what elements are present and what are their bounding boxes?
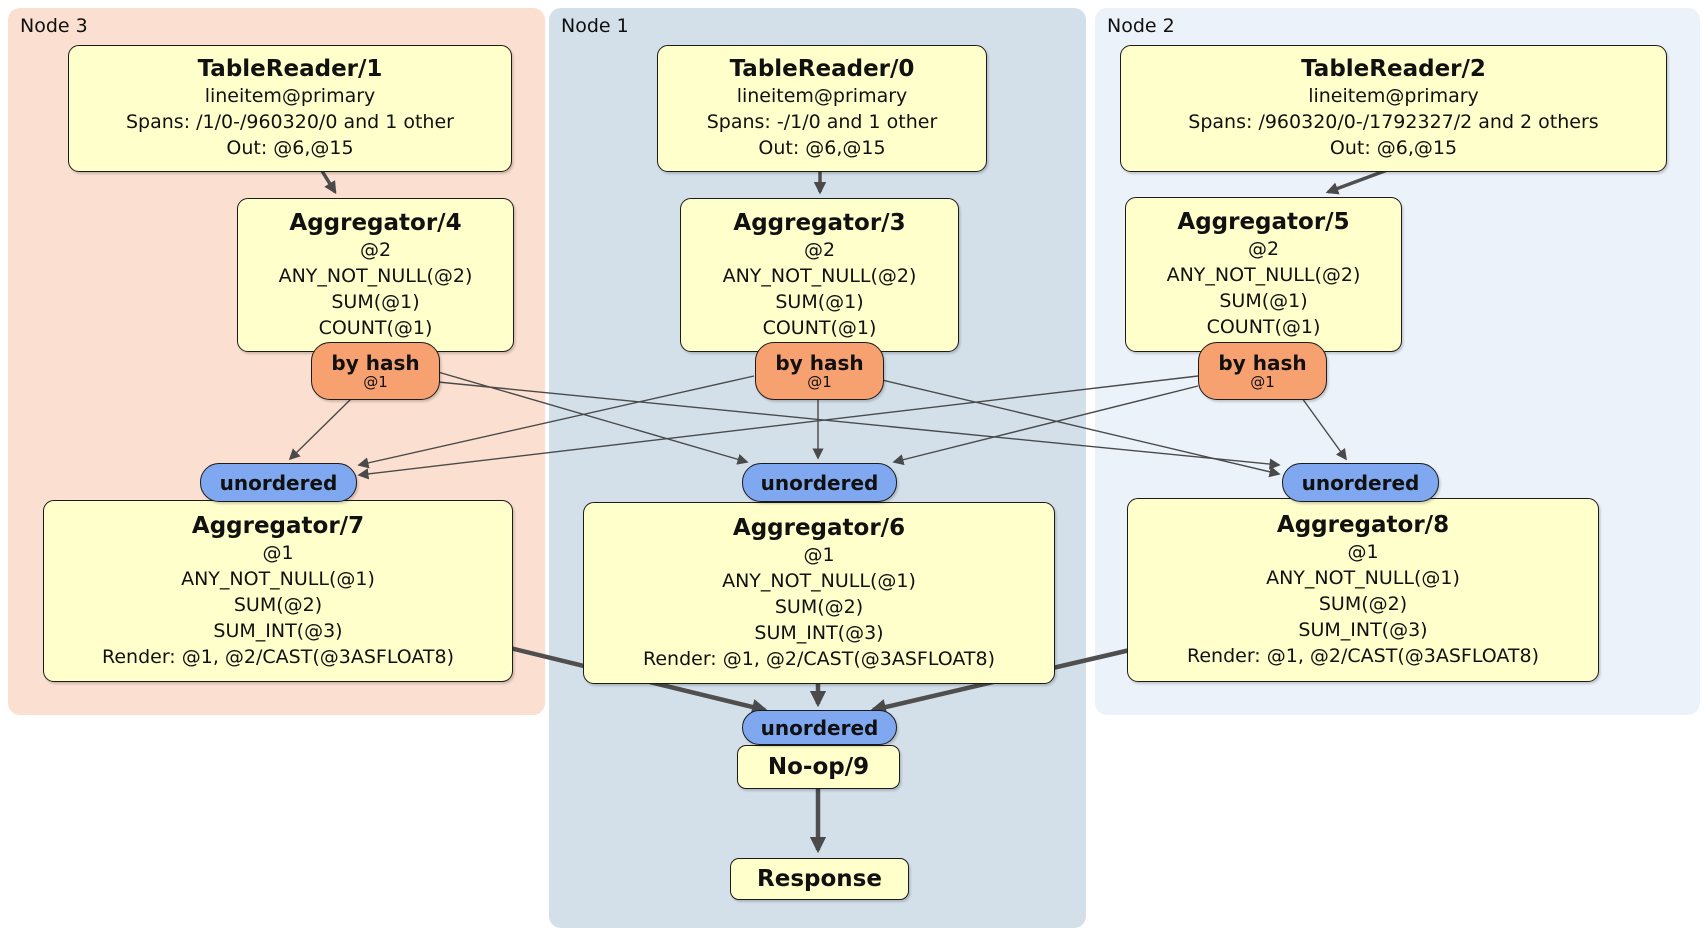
processor-detail: SUM(@2) [1318, 592, 1408, 615]
edge-hashR-unoM [892, 385, 1199, 466]
processor-detail: Spans: /960320/0-/1792327/2 and 2 others [1188, 111, 1599, 133]
processor-title: Aggregator/7 [191, 512, 365, 539]
stream-unordered-bottom: unordered [742, 710, 897, 745]
processor-title: TableReader/1 [197, 56, 383, 82]
processor-aggregator-3: Aggregator/3 @2 ANY_NOT_NULL(@2) SUM(@1)… [680, 198, 959, 352]
processor-title: No-op/9 [767, 753, 870, 780]
processor-noop-9: No-op/9 [737, 745, 900, 789]
router-by-hash-mid: by hash @1 [755, 342, 884, 400]
processor-detail: COUNT(@1) [1206, 316, 1321, 338]
processor-detail: ANY_NOT_NULL(@1) [181, 567, 375, 590]
stream-label: unordered [760, 470, 879, 495]
processor-detail: SUM_INT(@3) [213, 619, 343, 642]
processor-detail: ANY_NOT_NULL(@2) [1166, 264, 1361, 286]
processor-title: Aggregator/3 [733, 209, 906, 236]
processor-detail: SUM_INT(@3) [754, 621, 884, 644]
panel-node-1-label: Node 1 [561, 15, 629, 37]
processor-detail: SUM(@2) [774, 595, 864, 618]
edge-hashL-unoR [437, 381, 1281, 470]
processor-tablereader-1: TableReader/1 lineitem@primary Spans: /1… [68, 45, 512, 172]
edge-hashL-unoL [288, 397, 353, 461]
processor-detail: @2 [1247, 238, 1280, 260]
processor-detail: Spans: -/1/0 and 1 other [706, 111, 938, 133]
processor-detail: lineitem@primary [736, 85, 908, 107]
router-label: by hash [331, 350, 420, 375]
processor-aggregator-5: Aggregator/5 @2 ANY_NOT_NULL(@2) SUM(@1)… [1125, 197, 1402, 352]
edge-tr2-agg5 [1325, 167, 1391, 195]
processor-detail: lineitem@primary [1308, 85, 1479, 107]
processor-title: Aggregator/4 [289, 209, 462, 236]
edge-hashM-unoR [881, 379, 1281, 478]
processor-detail: COUNT(@1) [318, 316, 433, 339]
processor-aggregator-8: Aggregator/8 @1 ANY_NOT_NULL(@1) SUM(@2)… [1127, 498, 1599, 682]
router-label: by hash [1218, 350, 1307, 375]
router-columns: @1 [807, 372, 832, 391]
processor-title: TableReader/2 [1301, 56, 1486, 82]
processor-detail: Render: @1, @2/CAST(@3ASFLOAT8) [1187, 644, 1539, 667]
processor-title: TableReader/0 [729, 56, 915, 82]
processor-response: Response [730, 858, 909, 900]
edge-hashM-unoL [357, 375, 755, 469]
stream-unordered-left: unordered [200, 463, 357, 502]
router-label: by hash [775, 350, 864, 375]
edge-tr1-agg4 [320, 170, 337, 195]
processor-detail: @2 [359, 238, 392, 261]
processor-aggregator-4: Aggregator/4 @2 ANY_NOT_NULL(@2) SUM(@1)… [237, 198, 514, 352]
edge-hashR-unoL [357, 375, 1199, 480]
router-by-hash-left: by hash @1 [311, 342, 440, 400]
router-columns: @1 [363, 372, 388, 391]
processor-detail: Out: @6,@15 [226, 137, 354, 159]
processor-detail: @1 [262, 541, 294, 564]
stream-label: unordered [219, 470, 338, 495]
stream-unordered-right: unordered [1282, 463, 1439, 502]
stream-unordered-mid: unordered [742, 463, 897, 502]
processor-detail: ANY_NOT_NULL(@2) [278, 264, 473, 287]
processor-detail: Spans: /1/0-/960320/0 and 1 other [126, 111, 454, 133]
processor-detail: lineitem@primary [204, 85, 376, 107]
processor-detail: @1 [803, 543, 835, 566]
processor-tablereader-2: TableReader/2 lineitem@primary Spans: /9… [1120, 45, 1667, 172]
processor-detail: Out: @6,@15 [758, 137, 886, 159]
router-by-hash-right: by hash @1 [1198, 342, 1327, 400]
edge-hashL-unoM [437, 371, 749, 465]
processor-detail: SUM(@1) [775, 290, 864, 313]
processor-detail: SUM(@1) [1219, 290, 1308, 312]
processor-aggregator-7: Aggregator/7 @1 ANY_NOT_NULL(@1) SUM(@2)… [43, 500, 513, 682]
edge-hashR-unoR [1301, 397, 1347, 461]
processor-detail: @1 [1347, 540, 1379, 563]
processor-detail: SUM(@1) [331, 290, 420, 313]
processor-tablereader-0: TableReader/0 lineitem@primary Spans: -/… [657, 45, 987, 172]
processor-detail: SUM_INT(@3) [1298, 618, 1428, 641]
processor-title: Aggregator/5 [1177, 209, 1350, 235]
panel-node-2-label: Node 2 [1107, 15, 1175, 37]
processor-detail: Render: @1, @2/CAST(@3ASFLOAT8) [102, 645, 454, 668]
processor-detail: COUNT(@1) [762, 316, 877, 339]
stream-label: unordered [1301, 470, 1420, 495]
router-columns: @1 [1250, 372, 1275, 391]
processor-detail: ANY_NOT_NULL(@1) [1266, 566, 1460, 589]
panel-node-3-label: Node 3 [20, 15, 88, 37]
processor-detail: Out: @6,@15 [1329, 137, 1458, 159]
stream-label: unordered [760, 715, 879, 740]
processor-title: Aggregator/8 [1276, 511, 1450, 538]
processor-detail: ANY_NOT_NULL(@1) [722, 569, 916, 592]
processor-title: Response [757, 865, 882, 892]
processor-title: Aggregator/6 [732, 514, 906, 541]
processor-aggregator-6: Aggregator/6 @1 ANY_NOT_NULL(@1) SUM(@2)… [583, 502, 1055, 684]
processor-detail: ANY_NOT_NULL(@2) [722, 264, 917, 287]
processor-detail: @2 [803, 238, 836, 261]
processor-detail: SUM(@2) [233, 593, 323, 616]
processor-detail: Render: @1, @2/CAST(@3ASFLOAT8) [643, 647, 995, 670]
